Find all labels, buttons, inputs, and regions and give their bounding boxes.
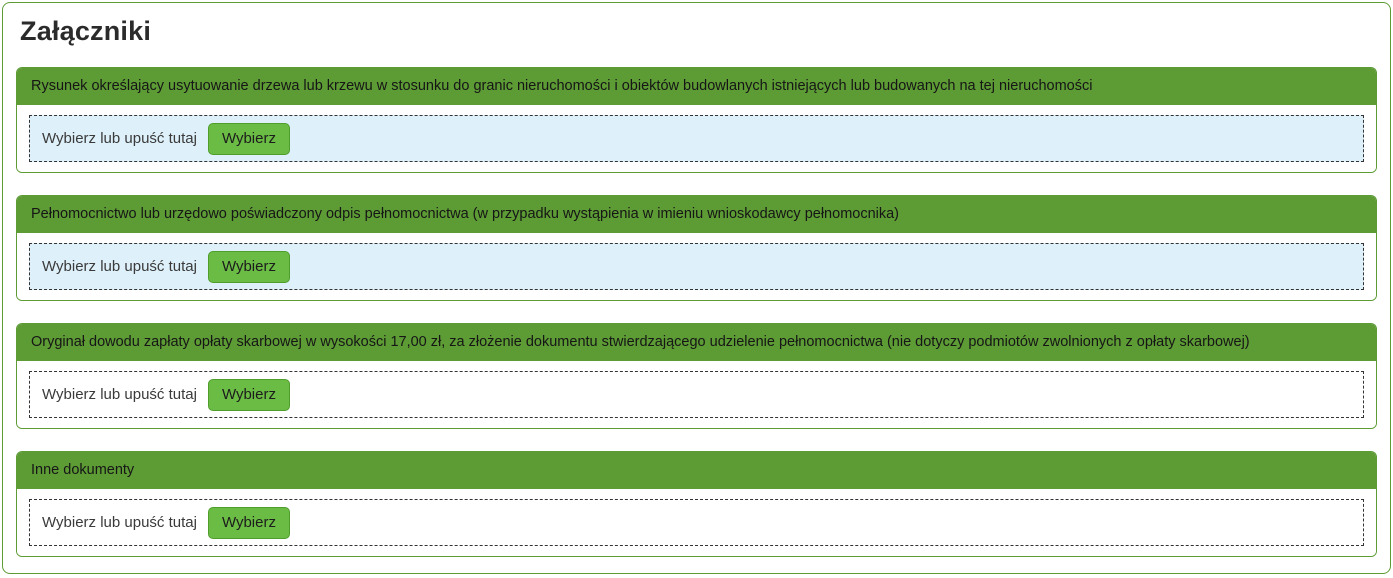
attachment-section-drawing: Rysunek określający usytuowanie drzewa l… — [16, 67, 1377, 173]
dropzone-hint-label: Wybierz lub upuść tutaj — [42, 514, 197, 531]
section-body: Wybierz lub upuść tutaj Wybierz — [17, 105, 1376, 172]
page-title: Załączniki — [20, 16, 152, 46]
dropzone-hint-label: Wybierz lub upuść tutaj — [42, 130, 197, 147]
attachment-section-other-documents: Inne dokumenty Wybierz lub upuść tutaj W… — [16, 451, 1377, 557]
attachment-section-fee-payment-proof: Oryginał dowodu zapłaty opłaty skarbowej… — [16, 323, 1377, 429]
choose-file-button[interactable]: Wybierz — [207, 122, 290, 155]
choose-file-button[interactable]: Wybierz — [207, 378, 290, 411]
file-dropzone-fee-payment-proof[interactable]: Wybierz lub upuść tutaj Wybierz — [29, 371, 1364, 418]
attachment-section-power-of-attorney: Pełnomocnictwo lub urzędowo poświadczony… — [16, 195, 1377, 301]
file-dropzone-drawing[interactable]: Wybierz lub upuść tutaj Wybierz — [29, 115, 1364, 162]
section-body: Wybierz lub upuść tutaj Wybierz — [17, 233, 1376, 300]
file-dropzone-other-documents[interactable]: Wybierz lub upuść tutaj Wybierz — [29, 499, 1364, 546]
dropzone-hint-label: Wybierz lub upuść tutaj — [42, 258, 197, 275]
section-body: Wybierz lub upuść tutaj Wybierz — [17, 489, 1376, 556]
choose-file-button[interactable]: Wybierz — [207, 250, 290, 283]
section-header-drawing: Rysunek określający usytuowanie drzewa l… — [17, 68, 1376, 105]
section-header-other-documents: Inne dokumenty — [17, 452, 1376, 489]
section-body: Wybierz lub upuść tutaj Wybierz — [17, 361, 1376, 428]
section-header-power-of-attorney: Pełnomocnictwo lub urzędowo poświadczony… — [17, 196, 1376, 233]
dropzone-hint-label: Wybierz lub upuść tutaj — [42, 386, 197, 403]
section-header-fee-payment-proof: Oryginał dowodu zapłaty opłaty skarbowej… — [17, 324, 1376, 361]
choose-file-button[interactable]: Wybierz — [207, 506, 290, 539]
file-dropzone-power-of-attorney[interactable]: Wybierz lub upuść tutaj Wybierz — [29, 243, 1364, 290]
